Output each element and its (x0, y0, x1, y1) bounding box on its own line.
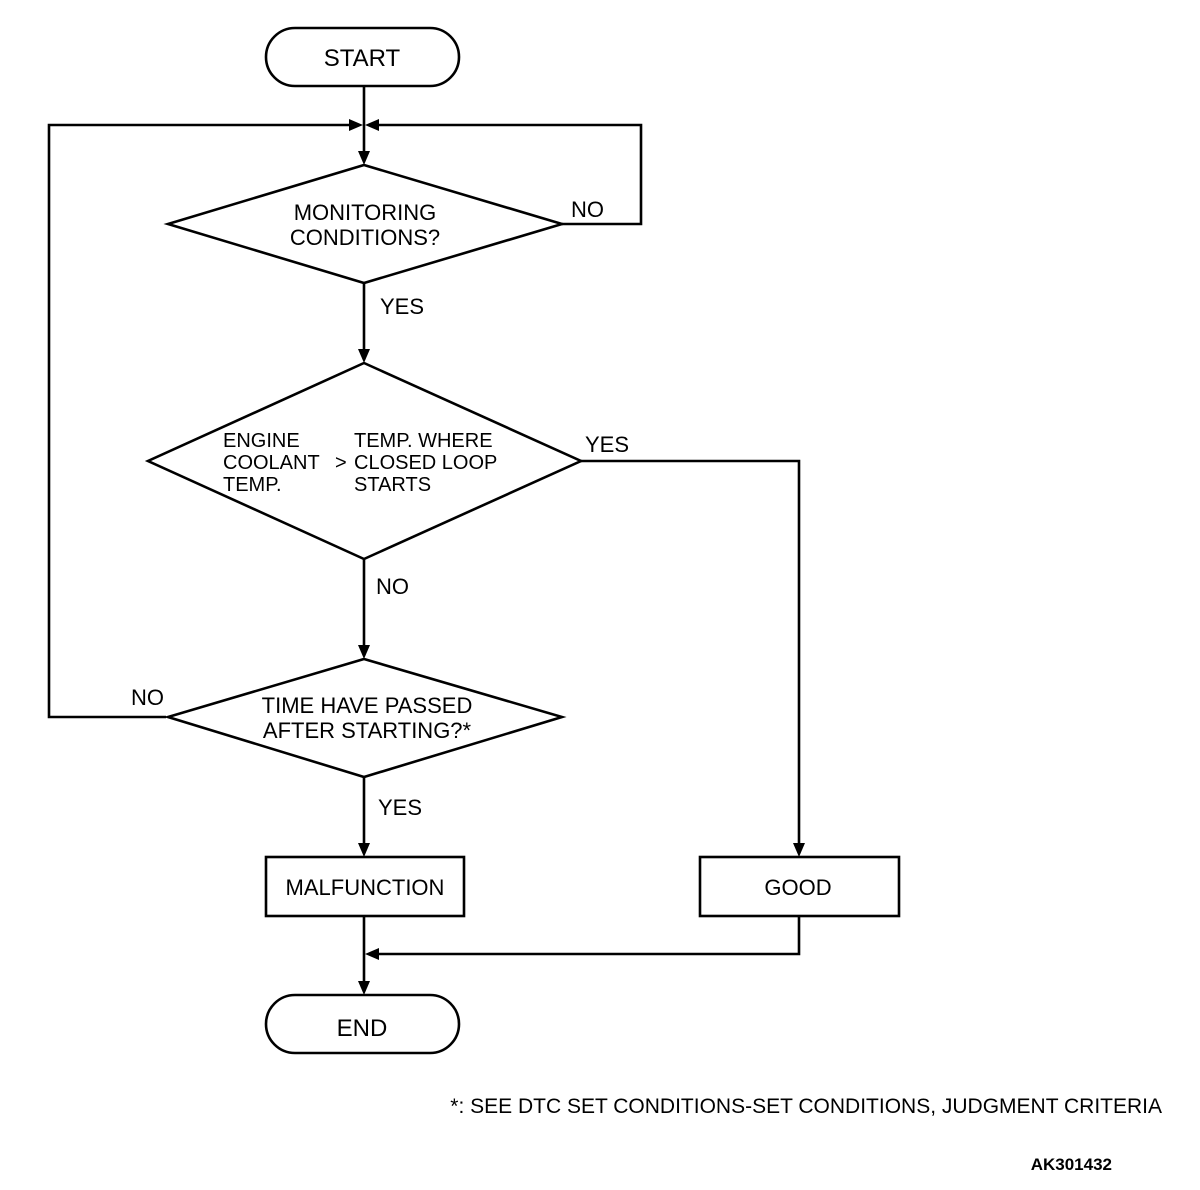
coolant-yes-label: YES (585, 432, 629, 457)
coolant-decision: ENGINE COOLANT TEMP. > TEMP. WHERE CLOSE… (144, 361, 585, 561)
edge-good-to-end (376, 916, 801, 956)
arrowhead-down-icon (358, 843, 370, 857)
monitoring-label-line2: CONDITIONS? (290, 225, 440, 250)
time-yes-label: YES (378, 795, 422, 820)
monitoring-decision: MONITORING CONDITIONS? (163, 163, 567, 285)
time-label-line2: AFTER STARTING?* (263, 718, 472, 743)
arrowhead-down-icon (358, 645, 370, 659)
connectors (47, 86, 801, 986)
arrowhead-down-icon (358, 349, 370, 363)
start-terminal: START (264, 26, 461, 88)
arrowhead-down-icon (793, 843, 805, 857)
malfunction-label: MALFUNCTION (286, 875, 445, 900)
coolant-left-line1: ENGINE (223, 430, 300, 452)
edge-coolant-yes (581, 459, 801, 848)
coolant-right-line3: STARTS (354, 474, 431, 496)
coolant-left-line3: TEMP. (223, 474, 282, 496)
edge-monitoring-no-loop (376, 123, 643, 226)
time-label-line1: TIME HAVE PASSED (262, 693, 473, 718)
edge-labels: NO YES YES NO NO YES (131, 197, 629, 820)
coolant-right-line1: TEMP. WHERE (354, 430, 493, 452)
end-label: END (337, 1015, 388, 1042)
edge-time-no-loop (47, 123, 352, 719)
arrowhead-right-icon (349, 119, 363, 131)
coolant-operator: > (335, 452, 347, 474)
coolant-no-label: NO (376, 574, 409, 599)
good-label: GOOD (764, 875, 831, 900)
monitoring-label-line1: MONITORING (294, 200, 437, 225)
time-no-label: NO (131, 685, 164, 710)
arrowhead-down-icon (358, 151, 370, 165)
start-label: START (324, 45, 401, 72)
malfunction-box: MALFUNCTION (264, 855, 466, 918)
figure-code: AK301432 (1031, 1155, 1112, 1174)
monitoring-yes-label: YES (380, 294, 424, 319)
arrowhead-left-icon (365, 119, 379, 131)
footnote: *: SEE DTC SET CONDITIONS-SET CONDITIONS… (450, 1095, 1162, 1118)
arrowheads (349, 119, 805, 995)
coolant-right-line2: CLOSED LOOP (354, 452, 497, 474)
end-terminal: END (264, 993, 461, 1055)
arrowhead-left-icon (365, 948, 379, 960)
monitoring-no-label: NO (571, 197, 604, 222)
time-decision: TIME HAVE PASSED AFTER STARTING?* (163, 657, 567, 779)
good-box: GOOD (698, 855, 901, 918)
coolant-left-line2: COOLANT (223, 452, 320, 474)
arrowhead-down-icon (358, 981, 370, 995)
